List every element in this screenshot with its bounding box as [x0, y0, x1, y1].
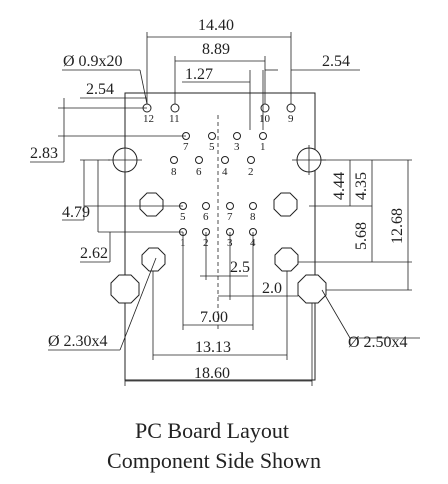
pin-label: 7: [183, 141, 189, 153]
pin-hole-11: [170, 103, 180, 113]
pin-label: 2: [203, 237, 209, 249]
mount-hole-low-left: [141, 247, 166, 272]
pin-label: 1: [180, 237, 186, 249]
pin-hole-r2-3: [233, 132, 241, 140]
dim-overall-width: 18.60: [194, 365, 230, 382]
pin-hole-r4-7: [226, 202, 234, 210]
dim-inner-h2: 2.0: [262, 280, 282, 297]
dim-left-offset: 2.54: [86, 81, 114, 98]
dim-hole-left: Ø 2.30x4: [48, 333, 108, 350]
dim-right-v2: 4.35: [353, 172, 370, 200]
pin-hole-r3-8: [170, 156, 178, 164]
dim-right-v4: 12.68: [389, 208, 406, 244]
mount-hole-mid-right: [273, 192, 298, 217]
pin-label: 5: [209, 141, 215, 153]
dim-hole-right: Ø 2.50x4: [348, 334, 408, 351]
dim-right-v1: 4.44: [331, 172, 348, 200]
pin-label: 5: [180, 211, 186, 223]
pin-hole-r3-4: [221, 156, 229, 164]
dim-pin-span: 8.89: [202, 41, 230, 58]
pin-label: 9: [288, 113, 294, 125]
pin-label: 12: [143, 113, 154, 125]
caption-line-2: Component Side Shown: [107, 448, 321, 473]
dim-row-offset-a: 2.83: [30, 145, 58, 162]
pin-hole-r3-6: [195, 156, 203, 164]
pin-label: 3: [227, 237, 233, 249]
mount-hole-bottom-right: [297, 274, 327, 304]
pin-label: 11: [169, 113, 180, 125]
board-outline: [124, 92, 316, 381]
pin-hole-r2-1: [259, 132, 267, 140]
pin-hole-r4-6: [202, 202, 210, 210]
dim-right-offset: 2.54: [322, 53, 350, 70]
mount-hole-mid-left: [139, 192, 164, 217]
pin-hole-r2-5: [208, 132, 216, 140]
pin-hole-r4-8: [249, 202, 257, 210]
large-hole-top-left: [108, 145, 142, 175]
dim-hole-spec: Ø 0.9x20: [63, 53, 123, 70]
pin-hole-9: [286, 103, 296, 113]
pin-label: 1: [260, 141, 266, 153]
pin-hole-10: [260, 103, 270, 113]
dim-inner-w2: 13.13: [195, 339, 231, 356]
dim-row-offset-b: 4.79: [62, 204, 90, 221]
pin-label: 3: [234, 141, 240, 153]
large-hole-top-right: [292, 145, 326, 175]
pin-label: 10: [259, 113, 271, 125]
pin-label: 8: [171, 166, 177, 178]
pin-hole-r3-2: [247, 156, 255, 164]
dim-right-v3: 5.68: [353, 222, 370, 250]
dim-inner-h1: 2.5: [230, 259, 250, 276]
dim-top-width: 14.40: [198, 17, 234, 34]
dim-inner-w1: 7.00: [200, 309, 228, 326]
pin-label: 4: [250, 237, 256, 249]
pin-label: 4: [222, 166, 228, 178]
pin-label: 6: [196, 166, 202, 178]
mount-hole-bottom-left: [110, 274, 140, 304]
pin-label: 2: [248, 166, 254, 178]
pin-label: 8: [250, 211, 256, 223]
mount-hole-low-right: [274, 247, 299, 272]
caption-line-1: PC Board Layout: [135, 418, 289, 443]
dim-row-offset-c: 2.62: [80, 245, 108, 262]
pin-label: 7: [227, 211, 233, 223]
dim-pin-pitch-top: 1.27: [185, 66, 213, 83]
pin-label: 6: [203, 211, 209, 223]
